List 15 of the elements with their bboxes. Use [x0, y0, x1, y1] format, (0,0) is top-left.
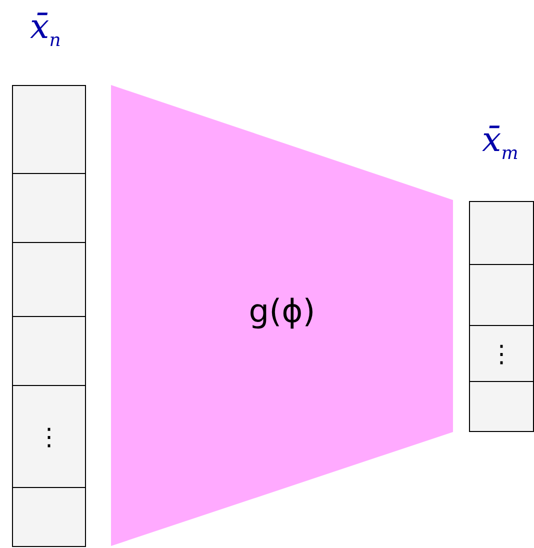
vector-cell	[469, 264, 534, 327]
vector-cell	[12, 316, 86, 387]
ellipsis-label: ⋮	[490, 342, 514, 366]
vector-cell	[469, 325, 534, 383]
vector-cell	[469, 381, 534, 432]
ellipsis-label: ⋮	[37, 424, 61, 448]
vector-cell	[12, 173, 86, 244]
function-label: g(ϕ)	[248, 292, 316, 330]
vector-label: x̄$_{m}$	[482, 123, 518, 163]
vector-cell	[469, 201, 534, 266]
vector-cell	[12, 487, 86, 547]
vector-cell	[12, 385, 86, 488]
vector-cell	[12, 242, 86, 317]
vector-label: x̄$_{n}$	[30, 10, 61, 50]
vector-cell	[12, 85, 86, 175]
